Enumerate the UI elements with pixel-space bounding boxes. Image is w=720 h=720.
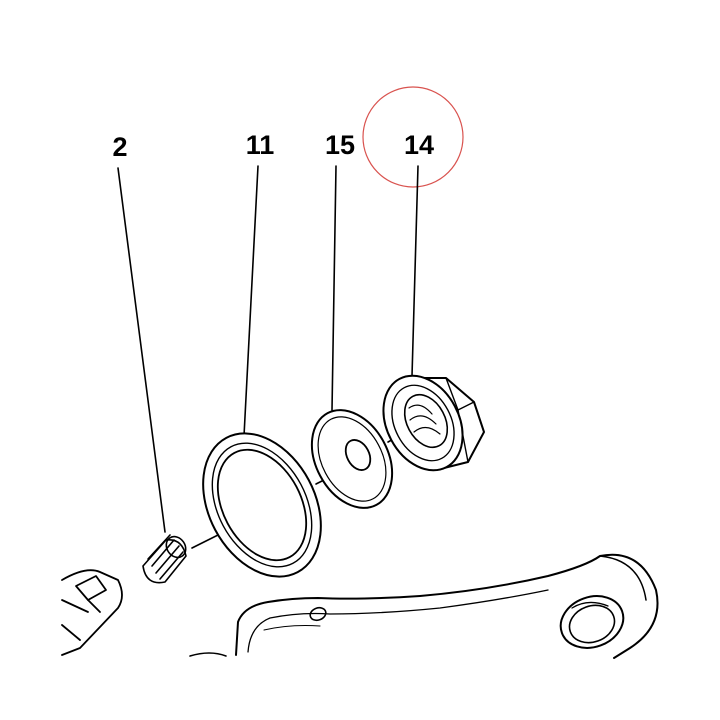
label-part-11: 11	[246, 130, 275, 160]
part-15-small-washer	[310, 409, 394, 509]
part-2-threaded-stud	[142, 534, 187, 584]
part-11-large-washer	[202, 432, 322, 578]
leader-line-11	[243, 165, 259, 437]
pitman-arm	[189, 553, 659, 659]
label-part-15: 15	[325, 130, 355, 160]
leader-line-2	[117, 167, 166, 533]
highlight-circle	[362, 86, 464, 188]
label-part-14: 14	[404, 130, 434, 160]
shaft-end	[61, 569, 123, 656]
leader-line-15	[331, 165, 337, 411]
leader-lines	[117, 165, 419, 533]
leader-line-14	[411, 165, 419, 377]
label-part-2: 2	[112, 132, 127, 162]
part-14-flanged-nut	[382, 374, 485, 472]
